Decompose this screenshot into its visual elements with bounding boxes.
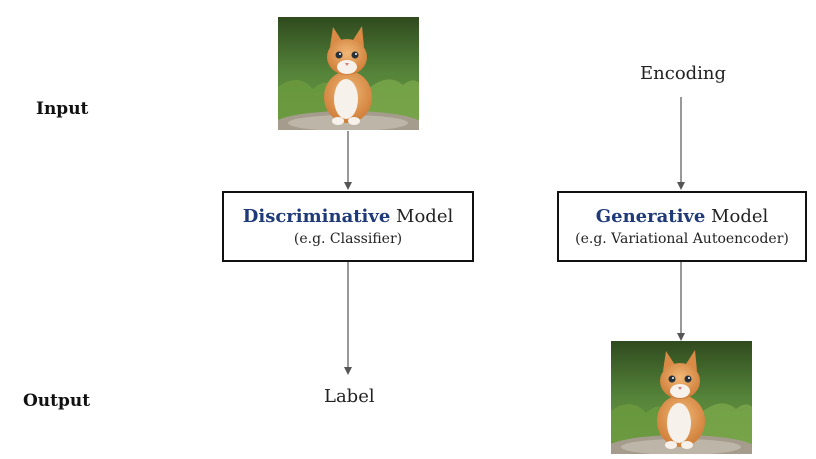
discriminative-model-title: Discriminative Model [243,205,453,229]
discriminative-accent-word: Discriminative [242,205,391,227]
input-row-label: Input [36,99,89,119]
input-kitten-image [278,17,419,130]
output-row-label: Output [23,391,91,411]
output-kitten-image [611,341,752,454]
generative-model-title: Generative Model [596,205,769,229]
generative-model-box: Generative Model (e.g. Variational Autoe… [557,191,807,262]
generative-title-rest: Model [705,205,769,227]
generative-model-subtitle: (e.g. Variational Autoencoder) [575,230,789,247]
discriminative-model-subtitle: (e.g. Classifier) [293,230,403,247]
discriminative-model-box: Discriminative Model (e.g. Classifier) [222,191,474,262]
generative-accent-word: Generative [595,205,706,227]
encoding-text: Encoding [640,63,727,84]
discriminative-title-rest: Model [390,205,454,227]
label-text: Label [324,386,375,407]
